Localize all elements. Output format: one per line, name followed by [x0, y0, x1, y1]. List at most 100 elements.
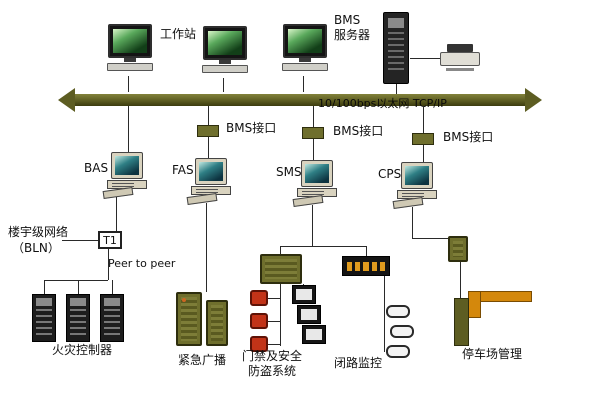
bms-server-label-line2: 服务器	[334, 28, 371, 42]
screen	[115, 156, 139, 175]
monitor-stand	[124, 58, 136, 62]
printer-tray	[446, 68, 474, 71]
parking-controller-box	[448, 236, 468, 262]
connector-line	[366, 246, 367, 256]
connector-line	[280, 284, 281, 346]
connector-line	[268, 298, 280, 299]
connector-line	[303, 76, 304, 92]
sms-computer-icon	[292, 160, 340, 208]
parking-label: 停车场管理	[462, 347, 523, 361]
connector-line	[460, 262, 461, 298]
video-multiplexer	[342, 256, 390, 276]
broadcast-cabinet-1	[176, 292, 202, 346]
cps-computer-icon	[392, 162, 440, 210]
screen	[305, 164, 329, 183]
access-security-label-line1: 门禁及安全	[242, 349, 303, 363]
fire-controller-tower-1	[32, 294, 56, 342]
monitor-icon	[283, 24, 327, 58]
alarm-speaker-2	[250, 313, 268, 329]
connector-line	[44, 280, 45, 294]
screen	[288, 29, 322, 53]
server-tower-icon	[383, 12, 409, 84]
screen	[199, 162, 223, 181]
connector-line	[423, 145, 424, 162]
workstation-icon-1	[106, 24, 154, 71]
access-security-label-line2: 防盗系统	[248, 364, 297, 378]
cctv-monitor-2	[297, 305, 321, 324]
broadcast-cabinet-2	[206, 300, 228, 346]
bms-interface-box-1	[197, 125, 219, 137]
connector-line	[312, 205, 313, 246]
monitor-stand	[219, 60, 231, 64]
cctv-label: 闭路监控	[334, 356, 383, 370]
connector-line	[412, 207, 413, 238]
screen	[208, 31, 242, 55]
connector-line	[44, 280, 108, 281]
bln-label-line1: 楼宇级网络	[8, 225, 69, 239]
backbone-arrow-left	[58, 88, 75, 112]
alarm-speaker-3	[250, 336, 268, 352]
fire-controller-label: 火灾控制器	[52, 343, 113, 357]
sms-label: SMS	[276, 165, 302, 179]
monitor-icon	[108, 24, 152, 58]
connector-line	[268, 344, 280, 345]
connector-line	[208, 106, 209, 125]
connector-line	[208, 137, 209, 158]
monitor-icon	[301, 160, 333, 187]
parking-barrier-post	[454, 298, 469, 346]
connector-line	[112, 280, 113, 294]
bms-interface-box-3	[412, 133, 434, 145]
connector-line	[410, 58, 440, 59]
alarm-speaker-1	[250, 290, 268, 306]
ethernet-label: 10/100bps以太网 TCP/IP	[318, 97, 447, 110]
bms-interface-box-2	[302, 127, 324, 139]
cps-label: CPS	[378, 167, 402, 181]
screen	[113, 29, 147, 53]
workstation-icon-3	[281, 24, 329, 71]
camera-device-2	[390, 325, 414, 338]
camera-device-1	[386, 305, 410, 318]
bln-label-line2: （BLN）	[12, 241, 60, 255]
camera-device-3	[386, 345, 410, 358]
connector-line	[412, 238, 452, 239]
ethernet-backbone	[74, 94, 526, 106]
monitor-icon	[203, 26, 247, 60]
connector-line	[128, 106, 129, 152]
peer-to-peer-label: Peer to peer	[108, 257, 176, 270]
access-control-panel	[260, 254, 302, 284]
connector-line	[62, 240, 98, 241]
printer-body	[440, 52, 480, 66]
connector-line	[384, 276, 385, 352]
bms-interface-label-1: BMS接口	[226, 121, 277, 135]
bms-interface-label-2: BMS接口	[333, 124, 384, 138]
printer-icon	[440, 44, 480, 71]
fire-controller-tower-2	[66, 294, 90, 342]
bms-interface-label-3: BMS接口	[443, 130, 494, 144]
emergency-broadcast-label: 紧急广播	[178, 353, 227, 367]
backbone-arrow-right	[525, 88, 542, 112]
connector-line	[128, 76, 129, 92]
t1-node-box: T1	[98, 231, 122, 249]
connector-line	[206, 203, 207, 292]
screen	[405, 166, 429, 185]
connector-line	[223, 78, 224, 92]
connector-line	[78, 280, 79, 294]
workstation-icon-2	[201, 26, 249, 73]
connector-line	[423, 106, 424, 133]
monitor-icon	[111, 152, 143, 179]
monitor-icon	[401, 162, 433, 189]
cctv-monitor-1	[292, 285, 316, 304]
monitor-icon	[195, 158, 227, 185]
connector-line	[268, 321, 280, 322]
keyboard-icon	[202, 65, 248, 73]
fire-controller-tower-3	[100, 294, 124, 342]
monitor-stand	[299, 58, 311, 62]
fas-computer-icon	[186, 158, 234, 206]
connector-line	[280, 246, 281, 254]
workstation-label: 工作站	[160, 27, 197, 41]
connector-line	[396, 84, 397, 94]
bms-server-label-line1: BMS	[334, 13, 361, 27]
connector-line	[280, 246, 366, 247]
parking-barrier-joint	[468, 291, 481, 318]
